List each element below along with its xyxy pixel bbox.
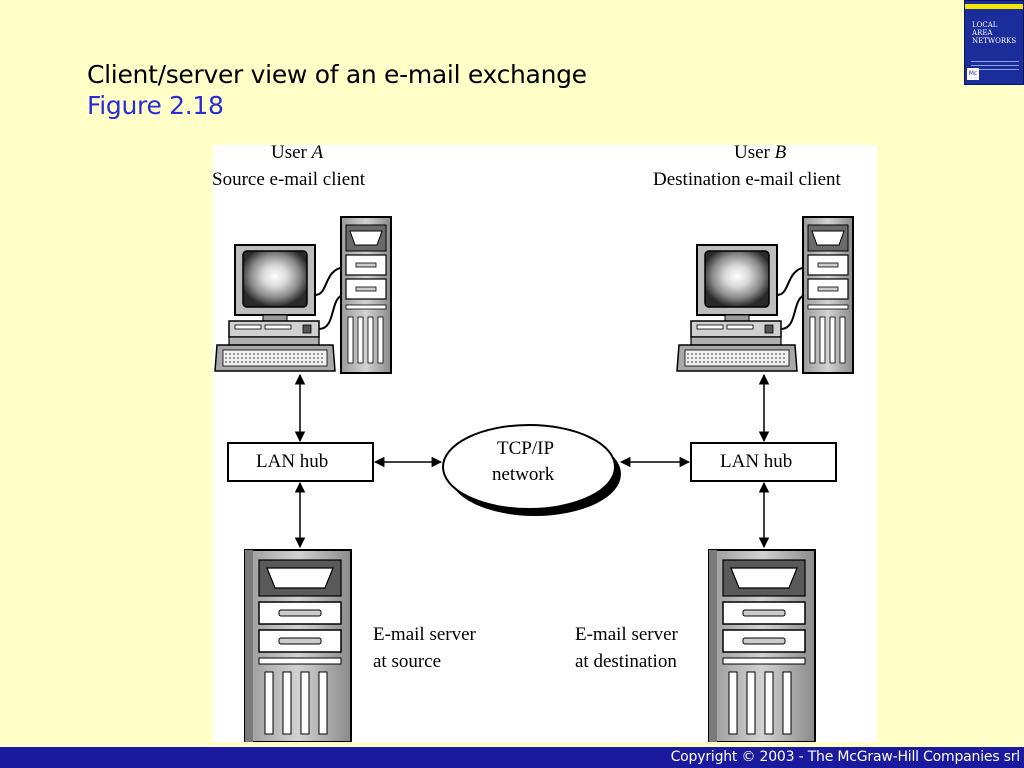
book-cover-thumbnail: LOCAL AREA NETWORKS Mc xyxy=(964,0,1024,85)
user-a-role: Source e-mail client xyxy=(212,169,365,190)
publisher-logo-icon: Mc xyxy=(967,68,979,80)
source-server-label-line2: at source xyxy=(373,651,442,672)
user-letter: A xyxy=(311,142,324,163)
book-cover-text-line xyxy=(971,61,1019,62)
copyright-text: Copyright © 2003 - The McGraw-Hill Compa… xyxy=(670,749,1021,765)
user-b-name-text: User B xyxy=(734,142,787,163)
tcp-ip-network-ellipse xyxy=(442,424,616,510)
user-b-role: Destination e-mail client xyxy=(653,169,841,190)
book-cover-text-line xyxy=(971,65,1019,66)
network-label-line2: network xyxy=(492,464,555,485)
email-exchange-diagram: User A Source e-mail client User B Desti… xyxy=(212,142,877,742)
diagram-graphics xyxy=(214,216,854,742)
destination-email-server xyxy=(708,549,816,742)
user-b-name: User B xyxy=(734,142,786,164)
left-lan-hub-box xyxy=(227,442,374,482)
right-lan-hub-label: LAN hub xyxy=(720,451,793,472)
book-cover-title: LOCAL AREA NETWORKS xyxy=(972,21,1017,45)
footer-bar: Copyright © 2003 - The McGraw-Hill Compa… xyxy=(0,747,1024,768)
right-lan-hub-box xyxy=(690,442,837,482)
destination-server-label-line2: at destination xyxy=(575,651,677,672)
user-a-computer xyxy=(214,216,392,374)
book-cover-stripe xyxy=(965,4,1023,9)
network-label-line1: TCP/IP xyxy=(497,438,555,459)
book-cover-text-line xyxy=(971,69,1019,70)
left-lan-hub-label: LAN hub xyxy=(256,451,329,472)
source-server-label-line1: E-mail server xyxy=(373,624,476,645)
source-email-server xyxy=(244,549,352,742)
destination-server-label-line1: E-mail server xyxy=(575,624,678,645)
user-letter: B xyxy=(774,142,787,163)
user-a-name-text: User A xyxy=(271,142,324,163)
user-a-name: User A xyxy=(271,142,323,164)
user-b-computer xyxy=(676,216,854,374)
figure-number: Figure 2.18 xyxy=(87,91,224,120)
slide-title: Client/server view of an e-mail exchange xyxy=(87,60,587,89)
